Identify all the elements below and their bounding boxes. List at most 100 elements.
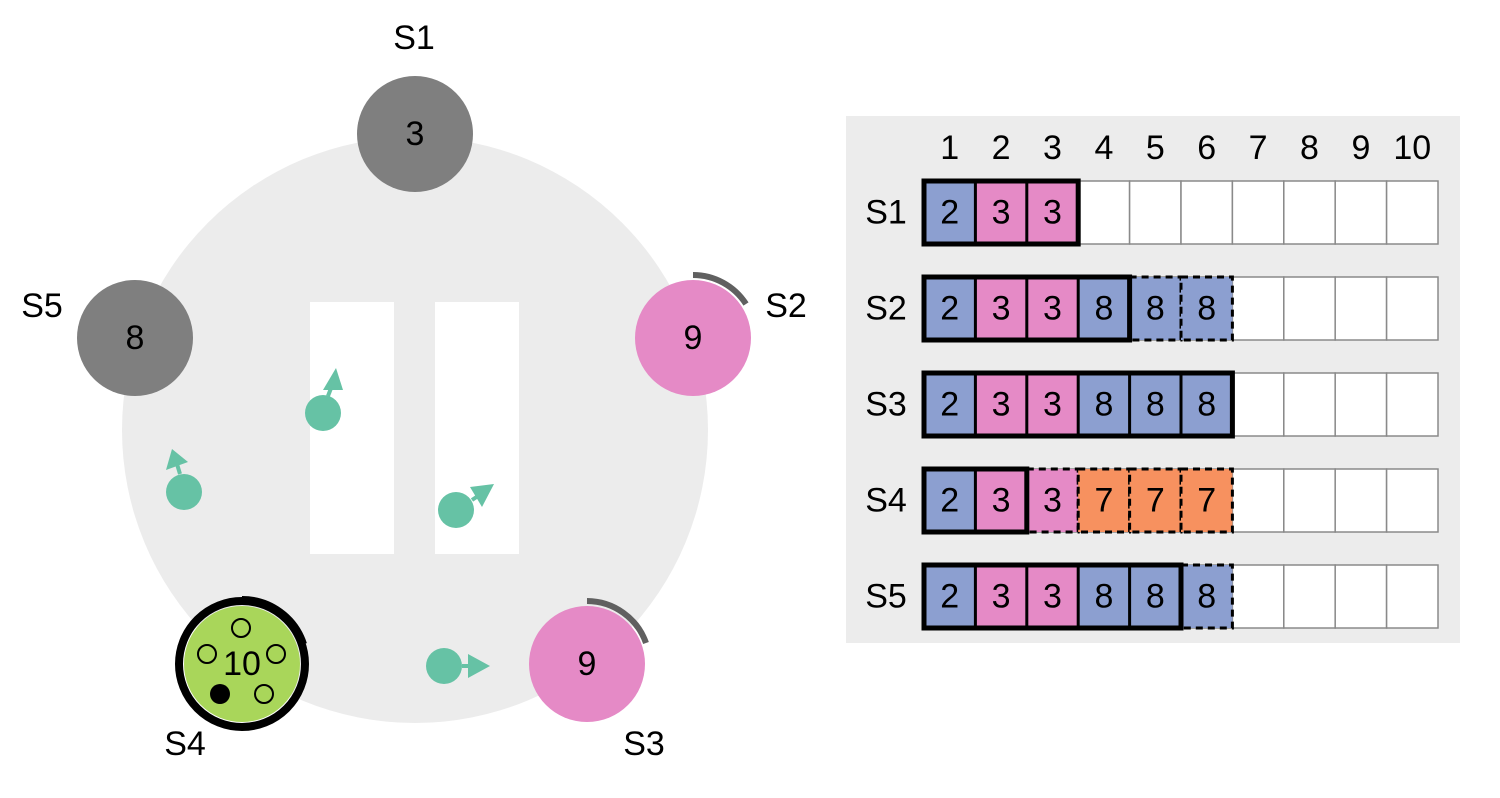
log-entry: 3	[1026, 277, 1079, 340]
log-entry-fill	[924, 469, 976, 532]
log-entry-term: 8	[1197, 577, 1216, 615]
log-entry-fill	[924, 565, 976, 628]
log-entry-fill	[1181, 277, 1233, 340]
log-entry: 3	[975, 565, 1027, 628]
peer-dot	[266, 644, 286, 664]
log-entry-fill	[1026, 181, 1079, 244]
log-row-label: S1	[865, 193, 907, 231]
log-entry-fill	[1129, 469, 1181, 532]
log-entry: 2	[924, 373, 976, 436]
log-row-label: S2	[865, 289, 907, 327]
log-entry-term: 2	[940, 289, 959, 327]
log-entry-fill	[1181, 469, 1233, 532]
server-node	[77, 280, 193, 396]
log-entry-term: 8	[1146, 289, 1165, 327]
log-entry-uncommitted-border	[1076, 467, 1132, 534]
log-entry-fill	[1181, 565, 1233, 628]
message	[166, 449, 202, 510]
log-empty-cell	[1231, 564, 1285, 629]
server-s5[interactable]: 8 S5	[21, 280, 193, 396]
log-index-label: 4	[1094, 129, 1113, 167]
server-term: 9	[684, 319, 703, 357]
log-entry-term: 7	[1197, 481, 1216, 519]
log-index-label: 6	[1197, 129, 1216, 167]
log-entry-fill	[1129, 565, 1181, 628]
log-empty-cell	[1385, 468, 1439, 533]
log-entry-fill	[1026, 373, 1079, 436]
log-empty-cell	[1283, 180, 1336, 245]
log-entry-fill	[975, 181, 1027, 244]
log-entry-uncommitted-border	[1128, 467, 1183, 534]
server-node	[529, 606, 645, 722]
log-entry: 3	[975, 181, 1027, 244]
log-entry-fill	[1078, 277, 1130, 340]
log-entry-fill	[924, 181, 976, 244]
log-entry: 3	[1026, 565, 1079, 628]
log-entry: 7	[1179, 467, 1234, 534]
log-entry-term: 7	[1146, 481, 1165, 519]
log-entry-term: 3	[992, 385, 1011, 423]
log-empty-cell	[1231, 180, 1285, 245]
server-s4[interactable]: 10 S4	[164, 595, 309, 763]
log-entry-fill	[1129, 277, 1181, 340]
log-index-label: 7	[1249, 129, 1268, 167]
server-s3[interactable]: 9 S3	[529, 598, 665, 763]
cluster-view: 3 S1 9 S2 9 S3 10 S4	[21, 19, 807, 763]
server-label: S1	[393, 19, 435, 57]
log-empty-cell	[1385, 564, 1439, 629]
log-entry: 3	[975, 373, 1027, 436]
log-entry-term: 8	[1094, 385, 1113, 423]
server-label: S4	[164, 725, 206, 763]
election-timer-arc	[692, 272, 749, 306]
log-empty-cell	[1385, 276, 1439, 341]
log-entry-term: 3	[1043, 577, 1062, 615]
log-entry-fill	[1026, 565, 1079, 628]
message	[438, 484, 494, 528]
server-term: 8	[126, 319, 145, 357]
log-entry-term: 8	[1146, 577, 1165, 615]
log-entry-term: 8	[1094, 289, 1113, 327]
log-entry-fill	[975, 373, 1027, 436]
log-entry: 3	[1025, 467, 1080, 534]
log-empty-cell	[1283, 468, 1336, 533]
server-s1[interactable]: 3 S1	[357, 19, 473, 192]
log-entry: 2	[924, 181, 976, 244]
log-index-label: 3	[1043, 129, 1062, 167]
peer-dot	[197, 644, 217, 664]
message	[426, 648, 490, 684]
log-index-label: 9	[1351, 129, 1370, 167]
peer-dot-filled	[210, 684, 230, 704]
log-entry-fill	[1129, 373, 1181, 436]
log-entry-fill	[924, 277, 976, 340]
log-entry: 8	[1181, 373, 1233, 436]
server-s2[interactable]: 9 S2	[635, 272, 807, 396]
log-empty-cell	[1283, 372, 1336, 437]
log-entry: 8	[1179, 275, 1234, 342]
log-empty-cell	[1385, 372, 1439, 437]
log-entry: 2	[924, 277, 976, 340]
log-entry: 3	[1026, 181, 1079, 244]
log-entry: 8	[1129, 565, 1181, 628]
server-term: 3	[406, 115, 425, 153]
log-entry-fill	[1181, 373, 1233, 436]
log-entry-fill	[975, 565, 1027, 628]
log-committed-outline	[921, 178, 1081, 247]
server-node	[357, 76, 473, 192]
log-empty-cell	[1231, 468, 1285, 533]
log-committed-outline	[921, 562, 1184, 631]
log-entry: 7	[1076, 467, 1132, 534]
server-term: 10	[223, 645, 261, 683]
log-entry: 3	[1026, 373, 1079, 436]
log-empty-cell	[1231, 276, 1285, 341]
log-entry-uncommitted-border	[1179, 275, 1234, 342]
server-label: S2	[765, 287, 807, 325]
log-entry-fill	[1026, 277, 1079, 340]
log-entry-term: 8	[1146, 385, 1165, 423]
log-index-label: 1	[940, 129, 959, 167]
log-entry-term: 3	[992, 577, 1011, 615]
log-empty-cell	[1334, 564, 1388, 629]
log-entry-term: 8	[1197, 289, 1216, 327]
